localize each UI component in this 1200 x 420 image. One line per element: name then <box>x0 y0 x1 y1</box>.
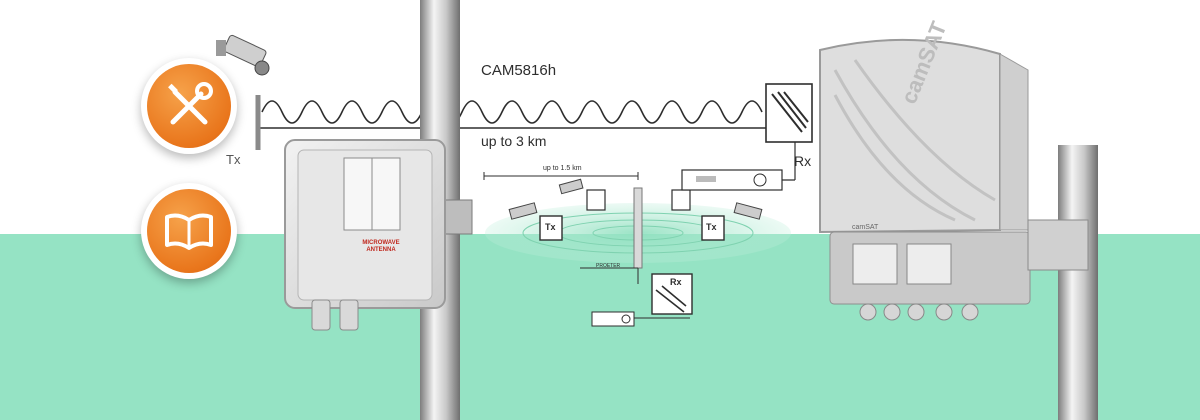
sub-range-label: up to 1.5 km <box>543 165 582 172</box>
sub-tx-right-label: Tx <box>706 222 717 232</box>
dvr-recorder-icon <box>681 169 783 191</box>
open-book-icon <box>165 213 213 250</box>
rx-antenna-icon <box>765 83 813 143</box>
mini-tx-units <box>508 178 763 241</box>
sub-tx-left-label: Tx <box>545 222 556 232</box>
tools-button[interactable] <box>141 58 237 154</box>
signal-wave-path <box>255 95 796 181</box>
manual-button-face <box>147 189 231 273</box>
tools-button-face <box>147 64 231 148</box>
sub-rx-label: Rx <box>670 277 682 287</box>
wrench-screwdriver-icon <box>168 82 213 125</box>
right-pole-clamp <box>1027 219 1089 271</box>
camsat-brand-small: camSAT <box>852 224 879 231</box>
cctv-camera-icon <box>216 34 270 76</box>
rx-label: Rx <box>794 153 812 169</box>
microwave-antenna-device <box>284 139 446 331</box>
model-label: CAM5816h <box>481 62 557 79</box>
microwave-antenna-label: MICROWAVE ANTENNA <box>362 240 400 253</box>
proeter-label: PROETER <box>596 263 621 269</box>
mini-mast <box>633 187 643 269</box>
manual-button[interactable] <box>141 183 237 279</box>
sub-range-line <box>483 172 639 180</box>
camsat-panel-antenna <box>819 38 1031 321</box>
tx-label: Tx <box>226 152 241 167</box>
range-label: up to 3 km <box>481 133 547 149</box>
mini-rx-unit <box>591 273 693 327</box>
right-mounting-pole <box>1058 145 1098 420</box>
